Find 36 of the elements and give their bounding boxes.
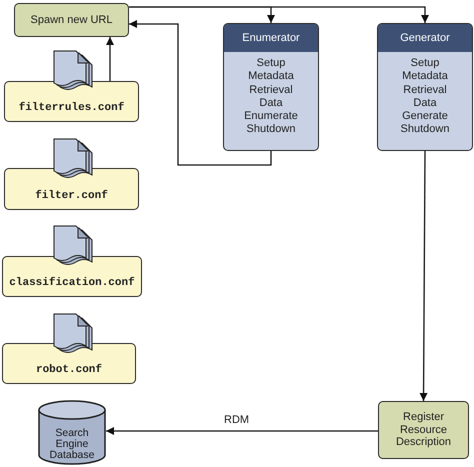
node-label: Spawn new URL bbox=[30, 14, 112, 26]
module-title: Generator bbox=[378, 24, 472, 52]
node-label: Search Engine Database bbox=[48, 428, 96, 461]
file-name: classification.conf bbox=[9, 277, 135, 289]
arrow bbox=[106, 37, 114, 81]
file-name: robot.conf bbox=[36, 364, 102, 376]
module-box bbox=[377, 23, 473, 151]
step-text: Generate bbox=[402, 110, 448, 124]
step-text: Shutdown bbox=[246, 123, 296, 137]
step-text: Retrieval bbox=[403, 84, 447, 97]
step-text: Metadata bbox=[402, 70, 448, 84]
arrow bbox=[129, 6, 429, 23]
step-text: Enumerate bbox=[244, 110, 298, 124]
file-name: filter.conf bbox=[35, 190, 108, 202]
process-box bbox=[14, 3, 129, 37]
step-text: Shutdown bbox=[400, 123, 450, 137]
node-label: Register Resource Description bbox=[394, 411, 452, 449]
config-file-box bbox=[2, 343, 136, 384]
step-text: Retrieval bbox=[249, 84, 293, 97]
config-file-box bbox=[4, 168, 139, 210]
step-text: Setup bbox=[256, 57, 286, 70]
arrow bbox=[420, 151, 428, 401]
step-text: Setup bbox=[410, 57, 440, 70]
file-name: filterrules.conf bbox=[18, 102, 124, 114]
arrow bbox=[129, 20, 272, 166]
edge-label: RDM bbox=[222, 414, 252, 426]
step-text: Data bbox=[259, 96, 283, 110]
step-text: Data bbox=[413, 96, 437, 110]
config-file-box bbox=[2, 256, 142, 297]
process-box bbox=[378, 401, 469, 459]
arrow bbox=[106, 427, 378, 435]
module-title: Enumerator bbox=[224, 24, 318, 52]
config-file-box bbox=[4, 81, 139, 122]
module-box bbox=[223, 23, 319, 151]
step-text: Metadata bbox=[248, 70, 294, 84]
database-cylinder bbox=[38, 400, 106, 465]
